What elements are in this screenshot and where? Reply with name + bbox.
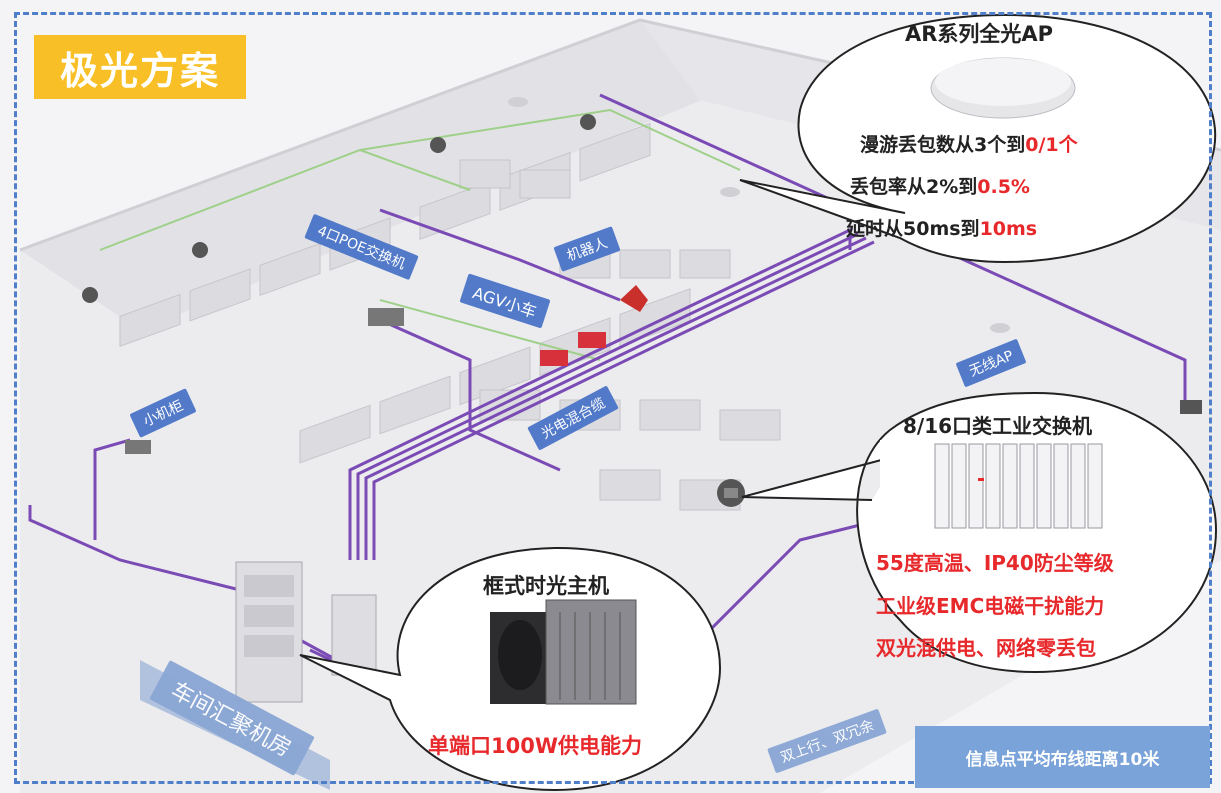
ap-callout-line: 漫游丢包数从3个到0/1个 bbox=[860, 130, 1078, 157]
page-title: 极光方案 bbox=[34, 35, 246, 99]
ap-line-1-prefix: 漫游丢包数从3个到 bbox=[860, 134, 1026, 156]
ap-line-2-value: 0.5% bbox=[977, 176, 1030, 198]
ap-callout-line: 丢包率从2%到0.5% bbox=[850, 172, 1030, 199]
ap-callout-title: AR系列全光AP bbox=[905, 22, 1054, 46]
ap-line-3-prefix: 延时从50ms到 bbox=[846, 218, 980, 240]
host-callout-line: 单端口100W供电能力 bbox=[428, 734, 642, 758]
host-callout-title: 框式时光主机 bbox=[483, 574, 609, 598]
switch-callout-line-2: 工业级EMC电磁干扰能力 bbox=[876, 594, 1105, 618]
ap-callout-line: 延时从50ms到10ms bbox=[846, 214, 1037, 241]
wiring-distance-note: 信息点平均布线距离10米 bbox=[915, 726, 1210, 788]
switch-callout-line-3: 双光混供电、网络零丢包 bbox=[876, 636, 1096, 660]
ap-line-1-value: 0/1个 bbox=[1025, 134, 1078, 156]
ap-line-2-prefix: 丢包率从2%到 bbox=[850, 176, 978, 198]
ap-line-3-value: 10ms bbox=[979, 218, 1038, 240]
switch-callout-title: 8/16口类工业交换机 bbox=[903, 414, 1093, 438]
switch-callout-line-1: 55度高温、IP40防尘等级 bbox=[876, 551, 1114, 575]
